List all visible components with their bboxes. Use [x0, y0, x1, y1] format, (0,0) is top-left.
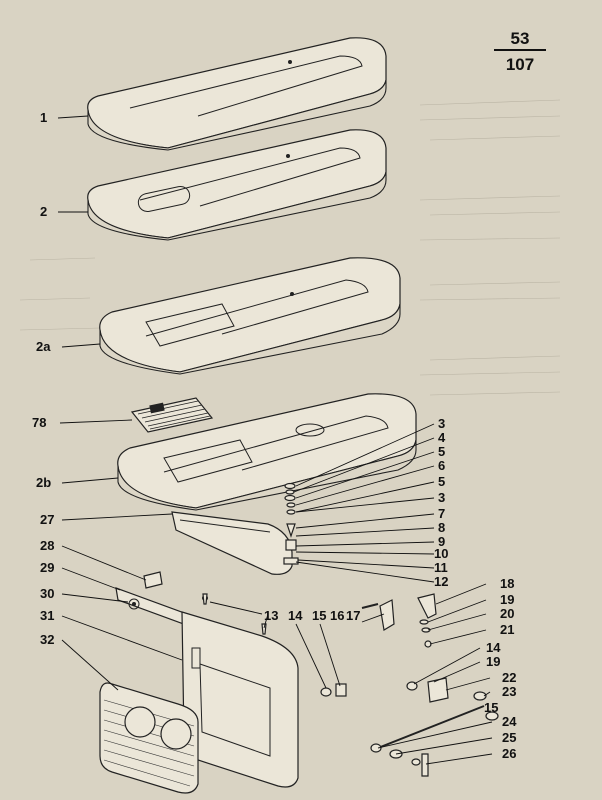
callout-19-b: 19 [486, 654, 500, 669]
callout-10: 10 [434, 546, 448, 561]
callout-21: 21 [500, 622, 514, 637]
part-28-clip [143, 571, 163, 589]
callout-13: 13 [264, 608, 278, 623]
part-2-roof-panel [87, 129, 387, 241]
hardware-18-26 [370, 593, 499, 777]
callout-2b: 2b [36, 475, 51, 490]
callout-29: 29 [40, 560, 54, 575]
leader-lines [57, 115, 493, 765]
callout-14-b: 14 [486, 640, 501, 655]
callout-9: 9 [438, 534, 445, 549]
part-1-roof-panel [87, 37, 387, 151]
callout-8: 8 [438, 520, 445, 535]
callout-labels-middle: 13 14 15 16 17 [264, 608, 360, 623]
part-78-grille-insert [130, 397, 214, 433]
callout-5-b: 5 [438, 474, 445, 489]
part-31-front-panel [181, 611, 299, 788]
callout-20: 20 [500, 606, 514, 621]
callout-24: 24 [502, 714, 517, 729]
part-27-front-trim [171, 511, 293, 575]
callout-4: 4 [438, 430, 446, 445]
callout-12: 12 [434, 574, 448, 589]
part-32-front-grille [99, 682, 199, 794]
callout-32: 32 [40, 632, 54, 647]
callout-11: 11 [434, 560, 448, 575]
callout-2a: 2a [36, 339, 51, 354]
callout-23: 23 [502, 684, 516, 699]
callout-15-b: 15 [484, 700, 498, 715]
callout-7: 7 [438, 506, 445, 521]
callout-1: 1 [40, 110, 47, 125]
callout-27: 27 [40, 512, 54, 527]
callout-labels-left: 1 2 2a 78 2b 27 28 29 30 31 32 [32, 110, 54, 647]
callout-14-a: 14 [288, 608, 303, 623]
callout-25: 25 [502, 730, 516, 745]
callout-26: 26 [502, 746, 516, 761]
page-number-bottom: 107 [506, 55, 534, 74]
callout-28: 28 [40, 538, 54, 553]
callout-22: 22 [502, 670, 516, 685]
callout-30: 30 [40, 586, 54, 601]
callout-labels-right-lower: 18 19 20 21 14 19 22 23 15 24 25 26 [484, 576, 517, 761]
hardware-13-17 [202, 593, 395, 697]
callout-31: 31 [40, 608, 54, 623]
part-2a-roof-panel [99, 257, 401, 375]
callout-78: 78 [32, 415, 46, 430]
callout-15-a: 15 [312, 608, 326, 623]
callout-18: 18 [500, 576, 514, 591]
callout-3-b: 3 [438, 490, 445, 505]
background-bleed-lines [19, 99, 561, 396]
callout-5-a: 5 [438, 444, 445, 459]
callout-19-a: 19 [500, 592, 514, 607]
page-number-top: 53 [511, 29, 530, 48]
callout-16: 16 [330, 608, 344, 623]
part-2b-roof-panel [117, 393, 417, 511]
callout-labels-right-upper: 3 4 5 6 5 3 7 8 9 10 11 12 [434, 416, 448, 589]
callout-3-a: 3 [438, 416, 445, 431]
callout-6: 6 [438, 458, 445, 473]
callout-2: 2 [40, 204, 47, 219]
callout-17: 17 [346, 608, 360, 623]
